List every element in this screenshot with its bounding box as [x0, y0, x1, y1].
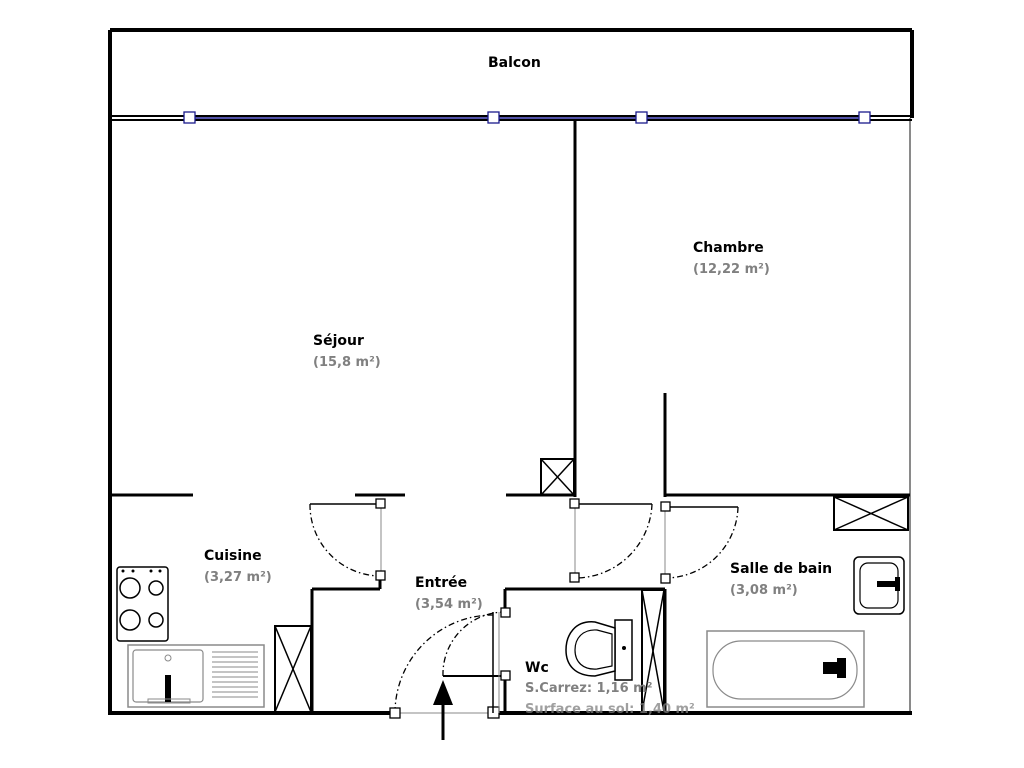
door-handle[interactable]: [569, 498, 580, 509]
entrance-arrow-icon: [433, 680, 453, 740]
balcony-window-wall: [110, 111, 912, 124]
duct-icon: [833, 496, 909, 531]
door-handle[interactable]: [660, 501, 671, 512]
room-area-entree: (3,54 m²): [415, 597, 483, 612]
door-handle[interactable]: [660, 573, 671, 584]
outer-walls: [108, 28, 914, 715]
window-handle[interactable]: [635, 111, 648, 124]
toilet-icon: [565, 619, 633, 681]
window-handle[interactable]: [858, 111, 871, 124]
room-area-sejour: (15,8 m²): [313, 355, 381, 370]
room-area-salle-de-bain: (3,08 m²): [730, 583, 798, 598]
door-handle[interactable]: [569, 572, 580, 583]
room-name-cuisine: Cuisine: [204, 548, 262, 564]
room-labels: Balcon Séjour (15,8 m²) Chambre (12,22 m…: [204, 55, 832, 717]
room-area-wc-carrez: S.Carrez: 1,16 m²: [525, 681, 652, 696]
bathtub-icon: [706, 630, 865, 708]
room-name-wc: Wc: [525, 660, 549, 676]
door-handle[interactable]: [500, 607, 511, 618]
door-handle[interactable]: [375, 498, 386, 509]
interior-walls: [110, 120, 910, 713]
stove-icon: [116, 566, 169, 642]
room-area-cuisine: (3,27 m²): [204, 570, 272, 585]
duct-icon: [274, 625, 312, 713]
room-area-wc-sol: Surface au sol: 1,40 m²: [525, 702, 695, 717]
duct-icon: [540, 458, 575, 496]
sink-icon: [127, 644, 265, 708]
room-name-chambre: Chambre: [693, 240, 764, 256]
room-name-balcon: Balcon: [488, 55, 541, 71]
room-area-chambre: (12,22 m²): [693, 262, 770, 277]
room-name-salle-de-bain: Salle de bain: [730, 561, 832, 577]
window-handle[interactable]: [487, 111, 500, 124]
door-handle[interactable]: [500, 670, 511, 681]
doors: [309, 498, 739, 719]
duct-icon: [641, 589, 665, 713]
door-handle[interactable]: [389, 707, 401, 719]
door-handle[interactable]: [375, 570, 386, 581]
room-name-entree: Entrée: [415, 575, 467, 591]
washbasin-icon: [853, 556, 905, 615]
window-handle[interactable]: [183, 111, 196, 124]
room-name-sejour: Séjour: [313, 333, 364, 349]
